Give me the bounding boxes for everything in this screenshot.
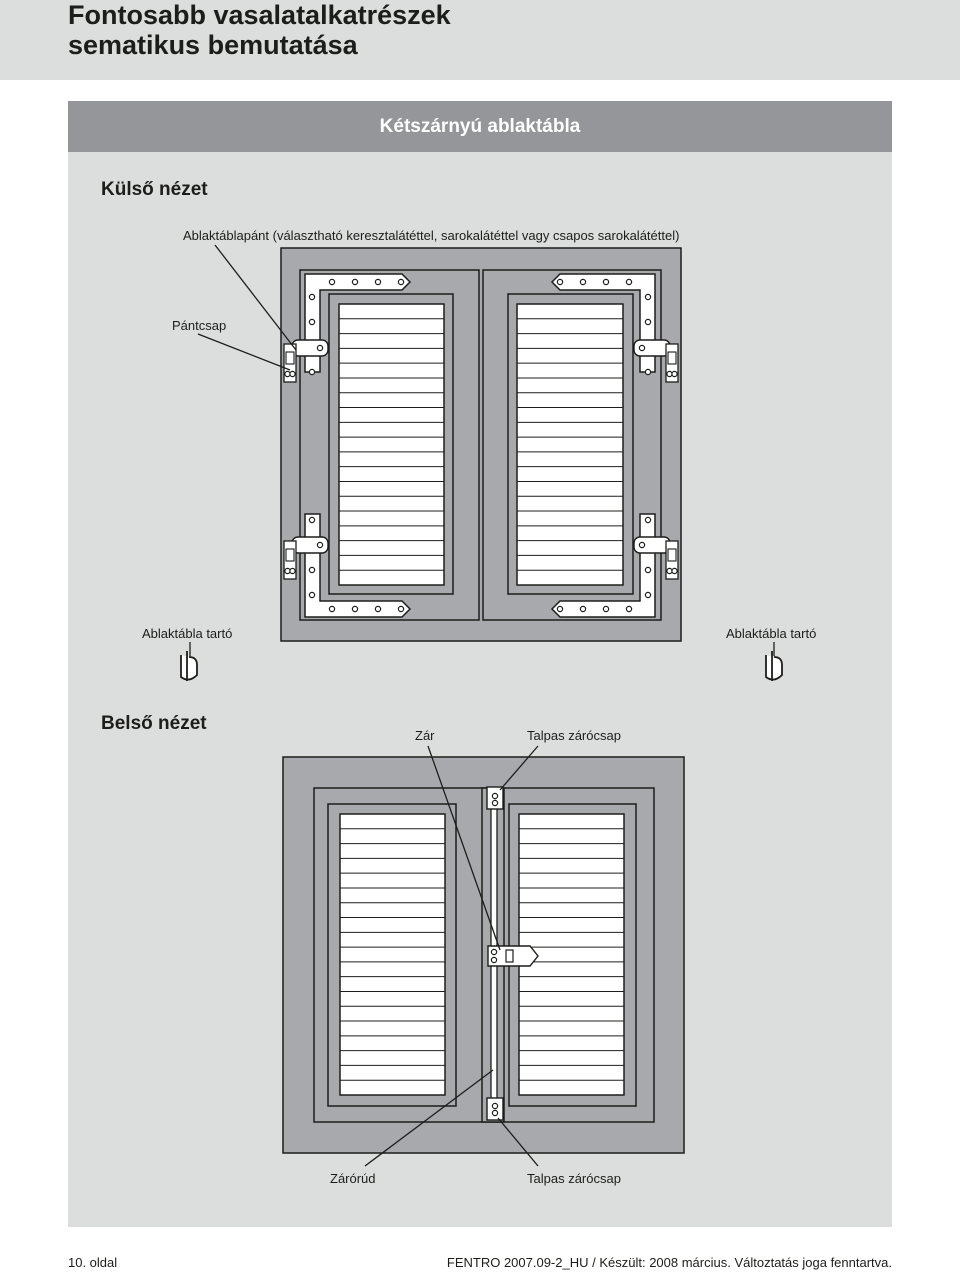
bolt-screw: [491, 792, 499, 800]
screw-hole: [374, 278, 382, 286]
bolt-screw: [491, 1109, 499, 1117]
louver-panel: [339, 813, 446, 1096]
screw-hole: [397, 278, 405, 286]
leader-line: [364, 1069, 494, 1167]
screw-hole: [644, 293, 652, 301]
section-bar: [68, 101, 892, 152]
screw-hole: [308, 566, 316, 574]
screw-hole: [308, 318, 316, 326]
lock-screw: [490, 948, 498, 956]
knuckle-screw: [316, 344, 324, 352]
holder-right-label: Ablaktábla tartó: [726, 626, 817, 641]
knuckle-screw: [638, 541, 646, 549]
screw-hole: [351, 605, 359, 613]
screw-hole: [644, 566, 652, 574]
hinge-pin: [667, 548, 677, 562]
leader-line: [499, 745, 539, 791]
screw-hole: [644, 368, 652, 376]
pin-label: Pántcsap: [172, 318, 227, 333]
screw-hole: [602, 278, 610, 286]
screw-hole: [644, 591, 652, 599]
leader-line: [197, 333, 291, 371]
screw-hole: [308, 293, 316, 301]
shutter-holder: [765, 655, 783, 681]
screw-hole: [644, 516, 652, 524]
screw-hole: [644, 318, 652, 326]
page-title: Fontosabb vasalatalkatrészek sematikus b…: [68, 0, 451, 60]
screw-hole: [625, 278, 633, 286]
screw-hole: [351, 278, 359, 286]
title-band: [0, 0, 960, 80]
section-title: Kétszárnyú ablaktábla: [379, 116, 581, 137]
leader-lines: [189, 244, 775, 1167]
screw-hole: [556, 278, 564, 286]
page-title-line-1: Fontosabb vasalatalkatrészek: [68, 0, 451, 30]
pin-screw-hole: [289, 567, 296, 575]
louver-panel: [516, 303, 624, 586]
pin-screw-hole: [671, 370, 678, 378]
rod-label: Zárórúd: [330, 1171, 376, 1186]
screw-hole: [308, 591, 316, 599]
leader-line: [214, 244, 297, 351]
lock-label: Zár: [415, 728, 435, 743]
knuckle-screw: [638, 344, 646, 352]
hinge-pin: [285, 548, 295, 562]
pin-screw-hole: [671, 567, 678, 575]
exterior-heading: Külső nézet: [101, 179, 208, 200]
screw-hole: [374, 605, 382, 613]
screw-hole: [625, 605, 633, 613]
page-number: 10. oldal: [68, 1255, 118, 1270]
bolt-top-label: Talpas zárócsap: [527, 728, 621, 743]
hinge-strap: [550, 513, 656, 618]
screw-hole: [602, 605, 610, 613]
bolt-bottom-label: Talpas zárócsap: [527, 1171, 621, 1186]
lock-screw: [490, 956, 498, 964]
footer-info: FENTRO 2007.09-2_HU / Készült: 2008 márc…: [446, 1255, 892, 1270]
page-title-line-2: sematikus bemutatása: [68, 30, 358, 60]
screw-hole: [556, 605, 564, 613]
lock-cylinder: [505, 949, 514, 963]
screw-hole: [579, 605, 587, 613]
exterior-view-drawing: [180, 247, 783, 681]
interior-view-drawing: [282, 756, 685, 1154]
leader-line: [497, 1117, 539, 1167]
louver-panel: [338, 303, 445, 586]
bolt-screw: [491, 1102, 499, 1110]
screw-hole: [308, 368, 316, 376]
screw-hole: [308, 516, 316, 524]
screw-hole: [328, 278, 336, 286]
hinge-label: Ablaktáblapánt (választható keresztaláté…: [183, 228, 680, 243]
leader-line: [427, 745, 501, 951]
hinge-pin: [285, 351, 295, 365]
hinge-pin: [667, 351, 677, 365]
screw-hole: [328, 605, 336, 613]
knuckle-screw: [316, 541, 324, 549]
shutter-holder: [180, 655, 198, 681]
bolt-screw: [491, 799, 499, 807]
screw-hole: [579, 278, 587, 286]
interior-heading: Belső nézet: [101, 713, 207, 734]
screw-hole: [397, 605, 405, 613]
pin-screw-hole: [289, 370, 296, 378]
holder-left-label: Ablaktábla tartó: [142, 626, 233, 641]
